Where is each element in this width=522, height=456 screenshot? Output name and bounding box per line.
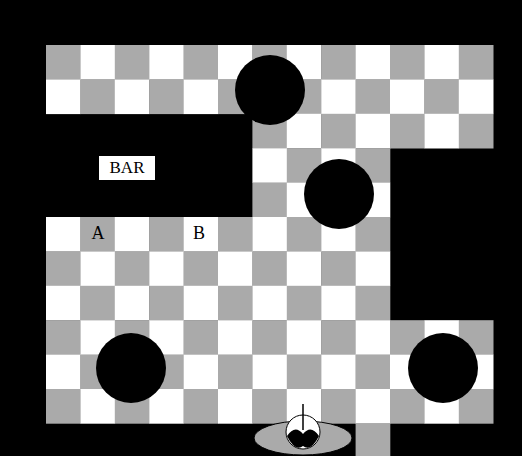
floor-tile (459, 79, 494, 114)
floor-tile (356, 114, 391, 149)
floor-tile (115, 286, 150, 321)
floor-tile (80, 79, 115, 114)
floor-tile (356, 251, 391, 286)
floor-tile (252, 286, 287, 321)
floor-tile (356, 217, 391, 252)
area-label-box: BAR (98, 155, 156, 181)
cell-marker: A (92, 224, 105, 242)
floor-tile (356, 320, 391, 355)
floor-tile (424, 79, 459, 114)
obstacle-circle (304, 159, 374, 229)
floor-tile (356, 45, 391, 80)
floor-tile (115, 79, 150, 114)
floor-tile (115, 251, 150, 286)
floor-tile (252, 183, 287, 218)
floor-tile (184, 355, 219, 390)
floor-tiles (46, 45, 494, 456)
floor-tile (321, 79, 356, 114)
floor-tile (287, 217, 322, 252)
obstacles (96, 55, 478, 403)
floor-tile (321, 320, 356, 355)
obstacle-circle (408, 333, 478, 403)
floor-tile (184, 79, 219, 114)
floor-tile (149, 389, 184, 424)
floor-tile (218, 320, 253, 355)
floor-tile (390, 45, 425, 80)
floor-tile (149, 79, 184, 114)
floor-tile (321, 389, 356, 424)
area-name: BAR (110, 159, 145, 178)
obstacle-circle (96, 333, 166, 403)
floor-tile (390, 114, 425, 149)
floor-tile (252, 320, 287, 355)
floor-tile (218, 251, 253, 286)
floor-tile (356, 286, 391, 321)
floor-tile (149, 251, 184, 286)
floor-tile (321, 286, 356, 321)
floor-tile (46, 217, 81, 252)
floor-tile (356, 355, 391, 390)
floor-tile (46, 79, 81, 114)
floor-tile (184, 286, 219, 321)
floor-tile (184, 389, 219, 424)
floor-tile (80, 45, 115, 80)
floor-tile (321, 355, 356, 390)
floor-tile (46, 355, 81, 390)
floor-tile (424, 114, 459, 149)
floor-tile (459, 114, 494, 149)
floor-tile (287, 320, 322, 355)
floor-tile (321, 251, 356, 286)
floor-tile (46, 251, 81, 286)
floor-tile (184, 45, 219, 80)
floor-tile (218, 217, 253, 252)
floor-tile (356, 79, 391, 114)
robot-heading (302, 404, 304, 430)
floor-tile (46, 45, 81, 80)
floor-tile (46, 320, 81, 355)
floor-tile (287, 114, 322, 149)
floor-tile (80, 286, 115, 321)
floor-tile (218, 389, 253, 424)
floor-tile (252, 148, 287, 183)
floor-tile (287, 251, 322, 286)
floor-tile (184, 251, 219, 286)
floor-tile (184, 217, 219, 252)
floor-tile (46, 389, 81, 424)
floor-tile (115, 217, 150, 252)
cell-marker: B (193, 224, 205, 242)
floor-tile (356, 423, 391, 456)
floor-tile (46, 286, 81, 321)
floor-tile (184, 320, 219, 355)
floor-tile (321, 114, 356, 149)
robot-wheels (287, 429, 319, 447)
floor-tile (149, 286, 184, 321)
floor-tile (321, 45, 356, 80)
floor-tile (252, 217, 287, 252)
floor-tile (218, 355, 253, 390)
floor-tile (356, 389, 391, 424)
floor-tile (149, 217, 184, 252)
obstacle-circle (235, 55, 305, 125)
floor-tile (252, 389, 287, 424)
robot-symbol (254, 404, 352, 455)
floor-tile (459, 45, 494, 80)
floor-tile (115, 45, 150, 80)
floor-tile (80, 217, 115, 252)
floor-tile (287, 355, 322, 390)
floor-tile (424, 45, 459, 80)
floor-tile (218, 286, 253, 321)
floor-tile (390, 389, 425, 424)
floor-tile (149, 45, 184, 80)
floor-tile (80, 251, 115, 286)
floor-tile (252, 251, 287, 286)
floor-tile (287, 286, 322, 321)
floor-tile (252, 355, 287, 390)
floor-tile (390, 79, 425, 114)
